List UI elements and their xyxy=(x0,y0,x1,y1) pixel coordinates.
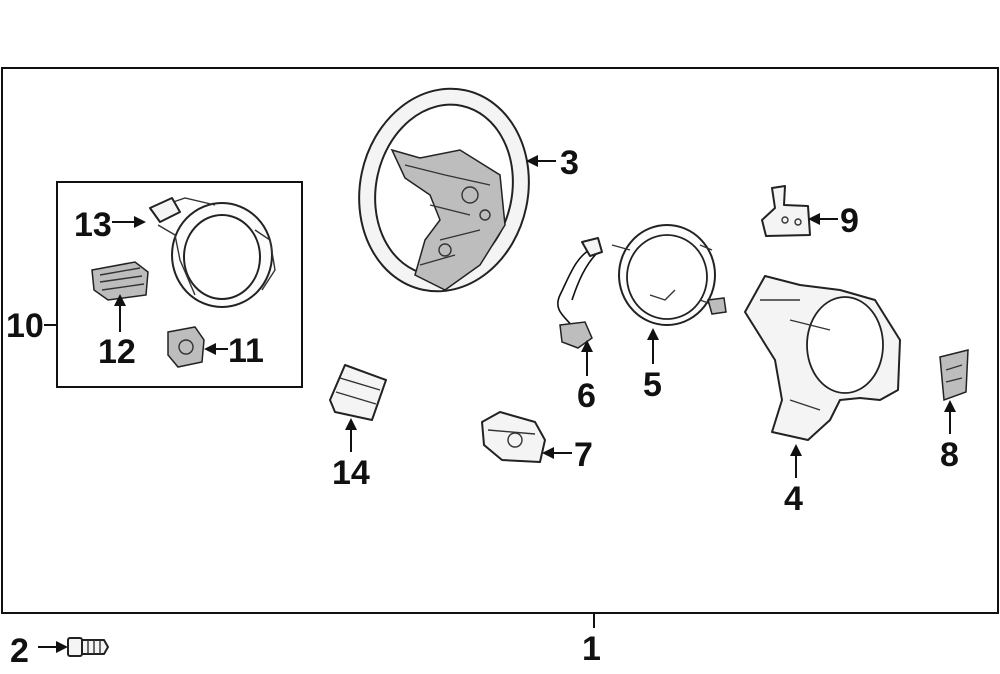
callout-5-arrow xyxy=(647,328,659,340)
callout-14-arrow xyxy=(345,418,357,430)
callout-14: 14 xyxy=(332,454,370,492)
callout-5: 5 xyxy=(643,366,662,404)
callout-9: 9 xyxy=(840,202,859,240)
callout-12: 12 xyxy=(98,333,136,371)
callout-7-arrow xyxy=(542,447,554,459)
callout-11-arrow xyxy=(204,343,216,355)
callout-4-arrow xyxy=(790,444,802,456)
part-6-wire-harness[interactable] xyxy=(557,237,603,349)
callout-8-arrow xyxy=(944,400,956,412)
part-14-cover[interactable] xyxy=(329,364,387,421)
part-11-small-switch[interactable] xyxy=(167,326,205,368)
diagram-frame xyxy=(1,67,999,614)
part-7-switch[interactable] xyxy=(481,411,546,463)
part-5-clock-spring[interactable] xyxy=(611,224,727,326)
callout-6-arrow xyxy=(581,340,593,352)
callout-13: 13 xyxy=(74,206,112,244)
callout-7: 7 xyxy=(574,436,593,474)
part-2-bolt[interactable] xyxy=(67,637,109,657)
callout-3: 3 xyxy=(560,144,579,182)
callout-1: 1 xyxy=(582,630,601,668)
callout-8: 8 xyxy=(940,436,959,474)
part-3-steering-wheel[interactable] xyxy=(341,73,548,307)
callout-6: 6 xyxy=(577,377,596,415)
callout-3-arrow xyxy=(526,155,538,167)
part-12-switch[interactable] xyxy=(91,261,149,301)
callout-9-arrow xyxy=(808,213,820,225)
callout-13-arrow xyxy=(134,216,146,228)
part-8-bracket[interactable] xyxy=(939,349,969,402)
callout-2: 2 xyxy=(10,632,29,670)
part-9-bracket[interactable] xyxy=(761,185,811,237)
callout-11: 11 xyxy=(228,332,264,370)
callout-4: 4 xyxy=(784,480,803,518)
part-13-ring-bracket[interactable] xyxy=(149,197,276,308)
part-4-lower-cover[interactable] xyxy=(744,275,901,441)
callout-2-arrow xyxy=(56,641,68,653)
callout-10: 10 xyxy=(6,307,44,345)
subassembly-box xyxy=(56,181,303,388)
callout-12-arrow xyxy=(114,294,126,306)
